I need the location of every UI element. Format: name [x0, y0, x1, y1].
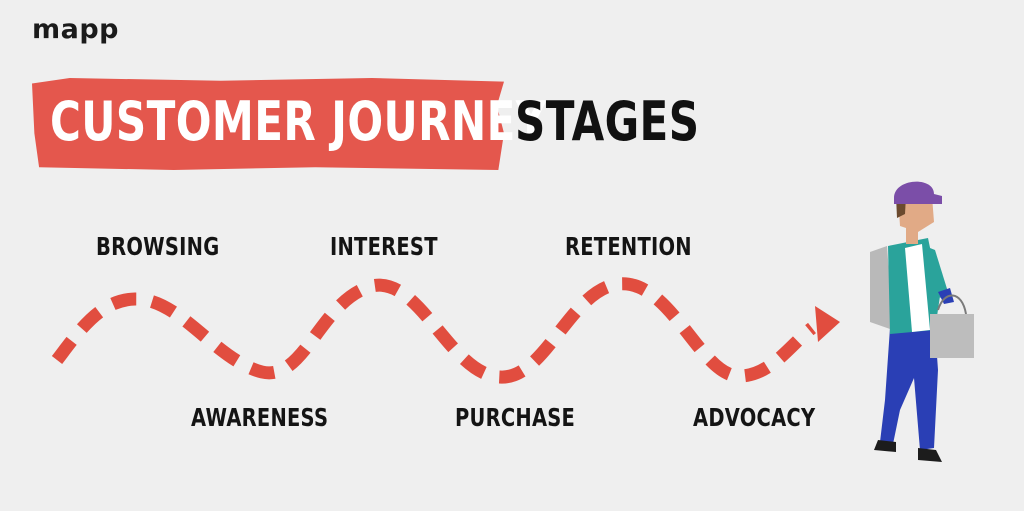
- walking-shopper-icon: [870, 181, 974, 462]
- stage-label-awareness: AWARENESS: [191, 403, 329, 432]
- stage-label-browsing: BROWSING: [96, 232, 220, 261]
- title-rest-text: STAGES: [515, 90, 700, 153]
- journey-arrowhead-icon: [815, 306, 840, 342]
- mapp-logo: mapp: [32, 14, 120, 45]
- journey-wave-path: [51, 277, 817, 384]
- title-highlight-text: CUSTOMER JOURNEY: [50, 90, 547, 153]
- stage-label-interest: INTEREST: [330, 232, 438, 261]
- stage-label-retention: RETENTION: [565, 232, 692, 261]
- stage-label-advocacy: ADVOCACY: [693, 403, 816, 432]
- title-highlight-banner: [32, 78, 504, 170]
- stage-label-purchase: PURCHASE: [455, 403, 576, 432]
